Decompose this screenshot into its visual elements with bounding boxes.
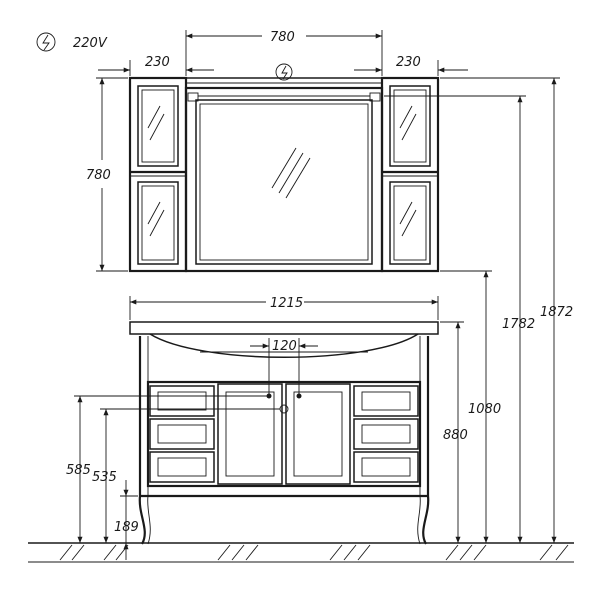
mirror-power-icon bbox=[275, 63, 293, 81]
power-voltage-label: 220V bbox=[73, 36, 108, 51]
mirror-lamp-left bbox=[187, 92, 199, 102]
drawer-right-2 bbox=[353, 418, 419, 450]
dim-side-width-right: 230 bbox=[396, 55, 421, 70]
basin-bowl bbox=[149, 333, 419, 358]
dim-handle-spacing: 120 bbox=[272, 339, 297, 354]
door-right bbox=[285, 383, 351, 485]
dim-mirror-height: 780 bbox=[86, 168, 111, 183]
door-knob bbox=[279, 404, 289, 414]
drawer-left-1 bbox=[149, 385, 215, 417]
vanity-carcass bbox=[146, 380, 422, 488]
foot-left bbox=[138, 495, 146, 545]
side-cabinet-left bbox=[128, 76, 188, 273]
mirror-frame bbox=[184, 86, 384, 273]
dim-vanity-width: 1215 bbox=[270, 296, 303, 311]
dim-height-1782: 1782 bbox=[502, 317, 535, 332]
dim-height-1872: 1872 bbox=[540, 305, 573, 320]
drawer-right-1 bbox=[353, 385, 419, 417]
dim-height-535: 535 bbox=[92, 470, 117, 485]
drawer-left-2 bbox=[149, 418, 215, 450]
dim-height-1080: 1080 bbox=[468, 402, 501, 417]
dim-height-585: 585 bbox=[66, 463, 91, 478]
door-left bbox=[217, 383, 283, 485]
foot-right bbox=[422, 495, 430, 545]
mirror-lamp-right bbox=[369, 92, 381, 102]
basin-top bbox=[129, 321, 439, 335]
mirror-cabinet bbox=[128, 63, 440, 273]
floor bbox=[28, 542, 574, 563]
drawer-right-3 bbox=[353, 451, 419, 483]
lightning-bolt-icon bbox=[42, 34, 50, 51]
electric-symbol-icon bbox=[36, 32, 56, 52]
dim-mirror-width: 780 bbox=[270, 30, 295, 45]
drawer-left-3 bbox=[149, 451, 215, 483]
dim-height-880: 880 bbox=[443, 428, 468, 443]
dim-side-width-left: 230 bbox=[145, 55, 170, 70]
side-cabinet-right bbox=[380, 76, 440, 273]
dimension-lines: 780 230 230 780 1215 120 1872 bbox=[66, 30, 573, 560]
power-indicator: 220V bbox=[36, 32, 108, 52]
mirror-glass bbox=[195, 99, 373, 265]
vanity-unit bbox=[129, 321, 439, 545]
dim-height-189: 189 bbox=[114, 520, 139, 535]
